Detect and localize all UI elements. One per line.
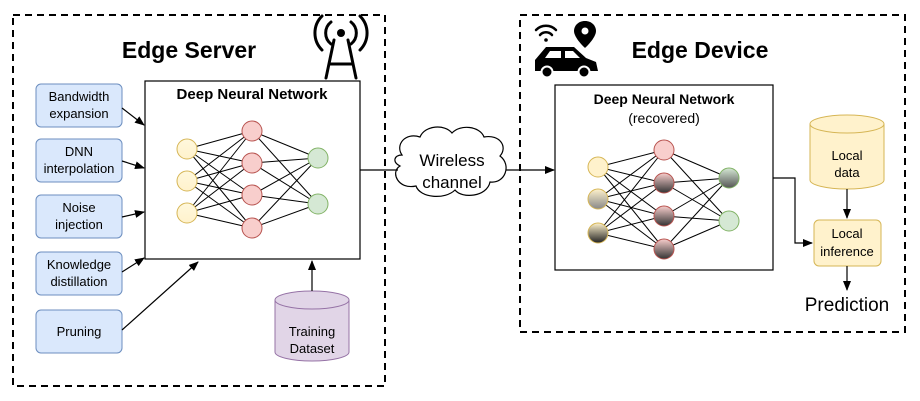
nn-connection [663, 182, 730, 222]
technique-dnn-interpolation: DNN interpolation [35, 138, 123, 183]
nn-connection [663, 177, 730, 250]
local-data-cylinder: Local data [809, 114, 885, 190]
nn-connection [251, 157, 319, 196]
nn-hidden-node [653, 172, 675, 194]
svg-text:expansion: expansion [49, 106, 108, 121]
nn-connection [597, 182, 665, 234]
nn-connection [597, 232, 665, 250]
local-inference-box: Local inference [813, 219, 882, 267]
technique-arrows [121, 107, 199, 331]
nn-hidden-node [653, 205, 675, 227]
dnn-to-inference-arrow [773, 177, 813, 247]
wireless-label-2: channel [422, 173, 482, 192]
svg-text:DNN: DNN [65, 144, 93, 159]
nn-connection [663, 215, 730, 222]
nn-input-node [176, 170, 198, 192]
nn-output-node [718, 167, 740, 189]
nn-connection [251, 130, 319, 159]
nn-connection [186, 194, 253, 214]
edge-server-panel: Edge Server Bandwidth expansion DNN inte… [12, 14, 386, 387]
nn-connection [251, 157, 319, 229]
svg-text:Training: Training [289, 324, 335, 339]
nn-connection [663, 177, 730, 217]
wifi-icon [534, 24, 558, 42]
wireless-label-1: Wireless [419, 151, 484, 170]
nn-hidden-node [241, 120, 263, 142]
nn-hidden-node [653, 238, 675, 260]
svg-text:Bandwidth: Bandwidth [49, 89, 110, 104]
server-dnn-title: Deep Neural Network [177, 86, 329, 103]
nn-connection [663, 149, 730, 222]
svg-text:Noise: Noise [62, 200, 95, 215]
svg-text:distillation: distillation [50, 274, 107, 289]
edge-device-panel: Edge Device Deep Neural Network (recover… [519, 14, 906, 333]
training-dataset-cylinder: Training Dataset [274, 290, 350, 362]
nn-connection [597, 149, 665, 168]
wireless-channel-cloud: Wireless channel [394, 126, 507, 197]
car-icon [535, 47, 598, 79]
svg-text:Knowledge: Knowledge [47, 257, 111, 272]
nn-input-node [176, 138, 198, 160]
nn-connection [186, 130, 253, 150]
nn-hidden-node [241, 184, 263, 206]
nn-connection [251, 194, 319, 205]
nn-connection [186, 130, 253, 214]
nn-hidden-node [241, 152, 263, 174]
svg-text:injection: injection [55, 217, 103, 232]
technique-knowledge-distillation: Knowledge distillation [35, 251, 123, 296]
svg-text:interpolation: interpolation [44, 161, 115, 176]
nn-connection [251, 130, 319, 205]
device-dnn-title: Deep Neural Network [594, 91, 735, 107]
nn-connection [251, 157, 319, 164]
nn-connection [597, 215, 665, 234]
location-pin-icon [574, 21, 596, 48]
svg-text:Local: Local [831, 148, 862, 163]
nn-connection [186, 130, 253, 182]
nn-connection [186, 162, 253, 214]
nn-input-node [587, 156, 609, 178]
prediction-label: Prediction [805, 295, 890, 316]
technique-pruning: Pruning [35, 309, 123, 354]
nn-output-node [307, 193, 329, 215]
nn-input-node [587, 222, 609, 244]
nn-connection [597, 149, 665, 200]
svg-text:data: data [834, 165, 860, 180]
svg-text:Dataset: Dataset [290, 341, 335, 356]
nn-hidden-node [653, 139, 675, 161]
antenna-icon [313, 14, 369, 80]
edge-server-title: Edge Server [122, 37, 256, 63]
technique-bandwidth-expansion: Bandwidth expansion [35, 83, 123, 128]
technique-noise-injection: Noise injection [35, 194, 123, 239]
server-neural-network [176, 120, 329, 239]
nn-connection [663, 220, 730, 250]
device-neural-network [587, 139, 740, 260]
nn-output-node [307, 147, 329, 169]
nn-connection [186, 212, 253, 229]
svg-text:inference: inference [820, 244, 873, 259]
nn-output-node [718, 210, 740, 232]
nn-connection [251, 203, 319, 229]
nn-input-node [176, 202, 198, 224]
nn-connection [663, 149, 730, 179]
svg-text:Local: Local [831, 226, 862, 241]
svg-text:Pruning: Pruning [57, 324, 102, 339]
edge-device-title: Edge Device [632, 37, 769, 63]
nn-connection [251, 162, 319, 205]
nn-connection [597, 149, 665, 234]
device-dnn-subtitle: (recovered) [628, 110, 700, 126]
nn-hidden-node [241, 217, 263, 239]
nn-connection [663, 177, 730, 184]
nn-input-node [587, 188, 609, 210]
